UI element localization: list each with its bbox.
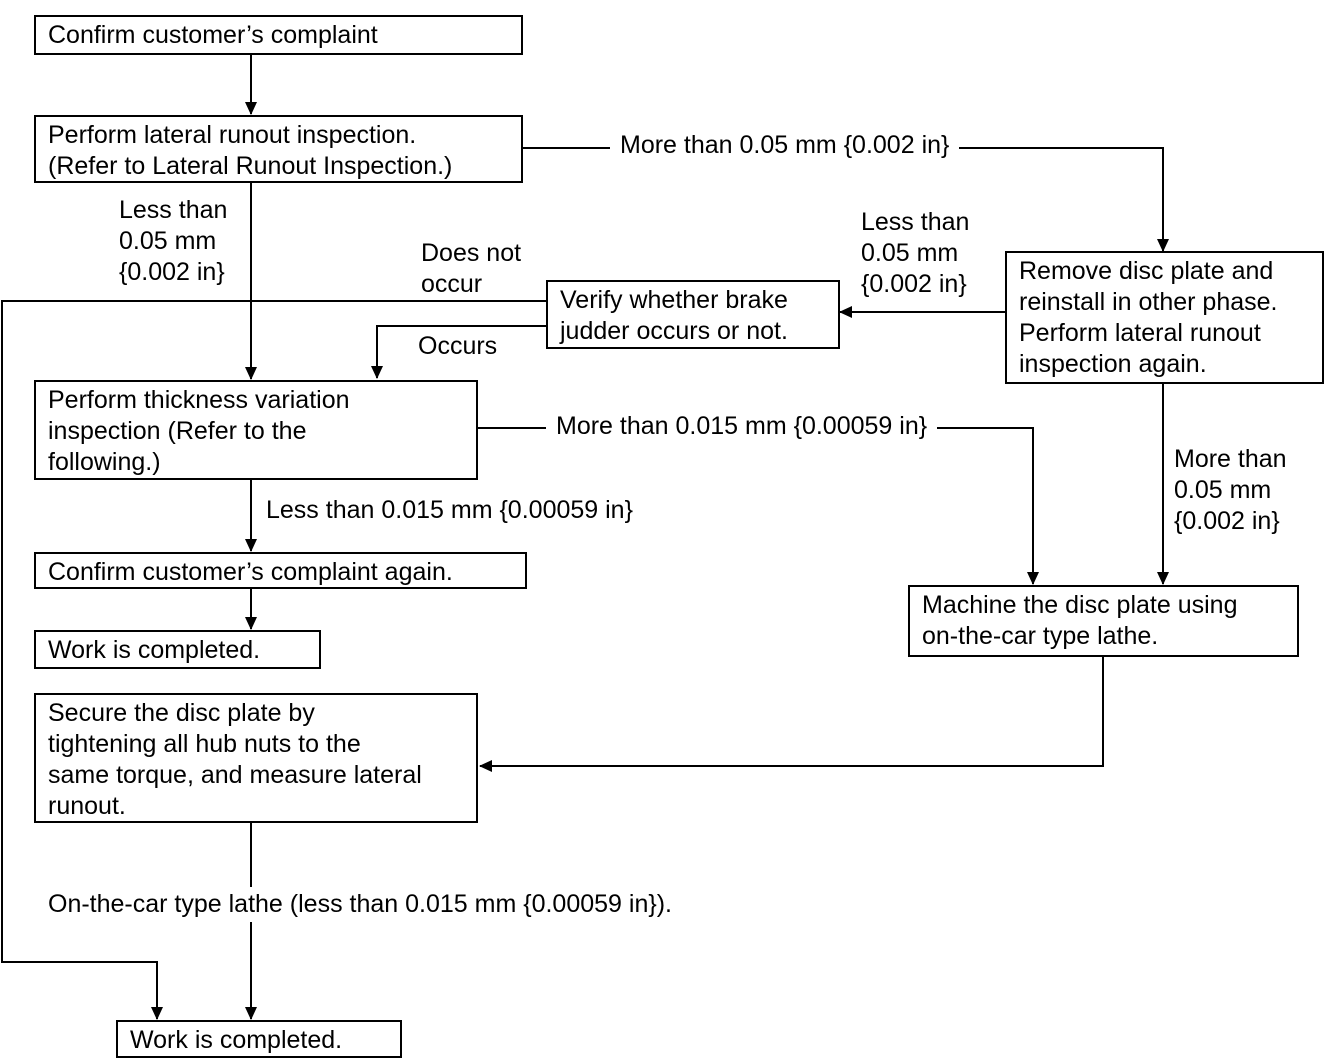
label-lathe-result: On-the-car type lathe (less than 0.015 m… xyxy=(48,887,672,922)
label-less-than-005-left: Less than 0.05 mm {0.002 in} xyxy=(119,196,228,286)
label-less-than-0015: Less than 0.015 mm {0.00059 in} xyxy=(266,496,633,524)
box-confirm-complaint-again: Confirm customer’s complaint again. xyxy=(34,552,527,589)
box-confirm-complaint: Confirm customer’s complaint xyxy=(34,15,523,55)
box-thickness-variation-inspection: Perform thickness variation inspection (… xyxy=(34,380,478,480)
box-verify-brake-judder: Verify whether brake judder occurs or no… xyxy=(546,280,840,349)
box-machine-disc-plate: Machine the disc plate using on-the-car … xyxy=(908,585,1299,657)
arrow-verify-to-completed xyxy=(1,300,546,1020)
label-occurs: Occurs xyxy=(418,332,498,360)
box-remove-disc-plate: Remove disc plate and reinstall in other… xyxy=(1005,251,1324,384)
box-work-completed-2: Work is completed. xyxy=(116,1020,402,1058)
box-secure-disc-plate: Secure the disc plate by tightening all … xyxy=(34,693,478,823)
box-lateral-runout-inspection: Perform lateral runout inspection. (Refe… xyxy=(34,115,523,183)
box-work-completed-1: Work is completed. xyxy=(34,630,321,669)
label-more-than-005-top: More than 0.05 mm {0.002 in} xyxy=(610,130,960,161)
label-less-than-005-mid: Less than 0.05 mm {0.002 in} xyxy=(861,208,970,298)
label-more-than-005-right: More than 0.05 mm {0.002 in} xyxy=(1174,445,1287,535)
label-more-than-0015: More than 0.015 mm {0.00059 in} xyxy=(546,411,938,442)
arrow-lateral-to-remove xyxy=(523,147,1169,252)
arrow-verify-to-thickness xyxy=(371,325,546,379)
label-does-not-occur: Does not occur xyxy=(421,239,522,298)
arrow-machine-to-secure xyxy=(479,657,1104,772)
